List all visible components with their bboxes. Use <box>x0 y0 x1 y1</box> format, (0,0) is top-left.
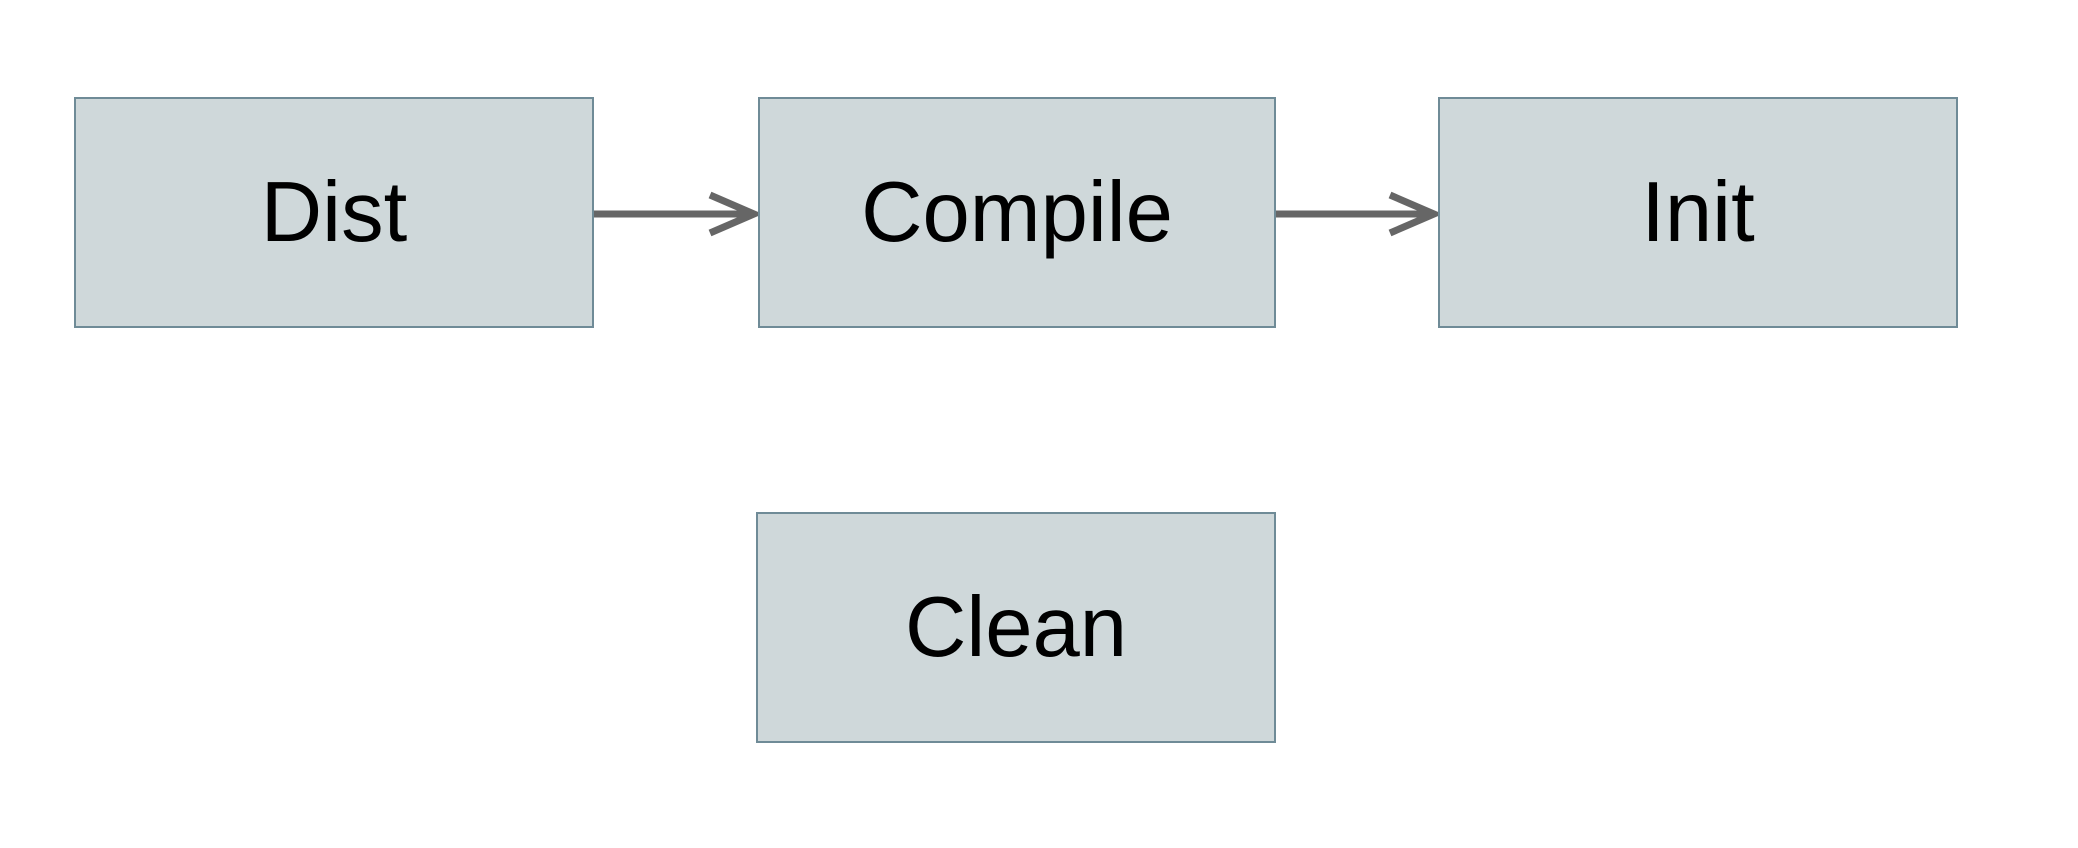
node-clean-label: Clean <box>904 580 1128 675</box>
arrow-compile-to-init <box>1276 191 1443 237</box>
node-init: Init <box>1438 97 1958 328</box>
node-compile-label: Compile <box>861 165 1173 260</box>
node-dist: Dist <box>74 97 594 328</box>
arrow-dist-to-compile <box>594 191 763 237</box>
node-compile: Compile <box>758 97 1276 328</box>
node-dist-label: Dist <box>260 165 408 260</box>
node-clean: Clean <box>756 512 1276 743</box>
node-init-label: Init <box>1641 165 1755 260</box>
